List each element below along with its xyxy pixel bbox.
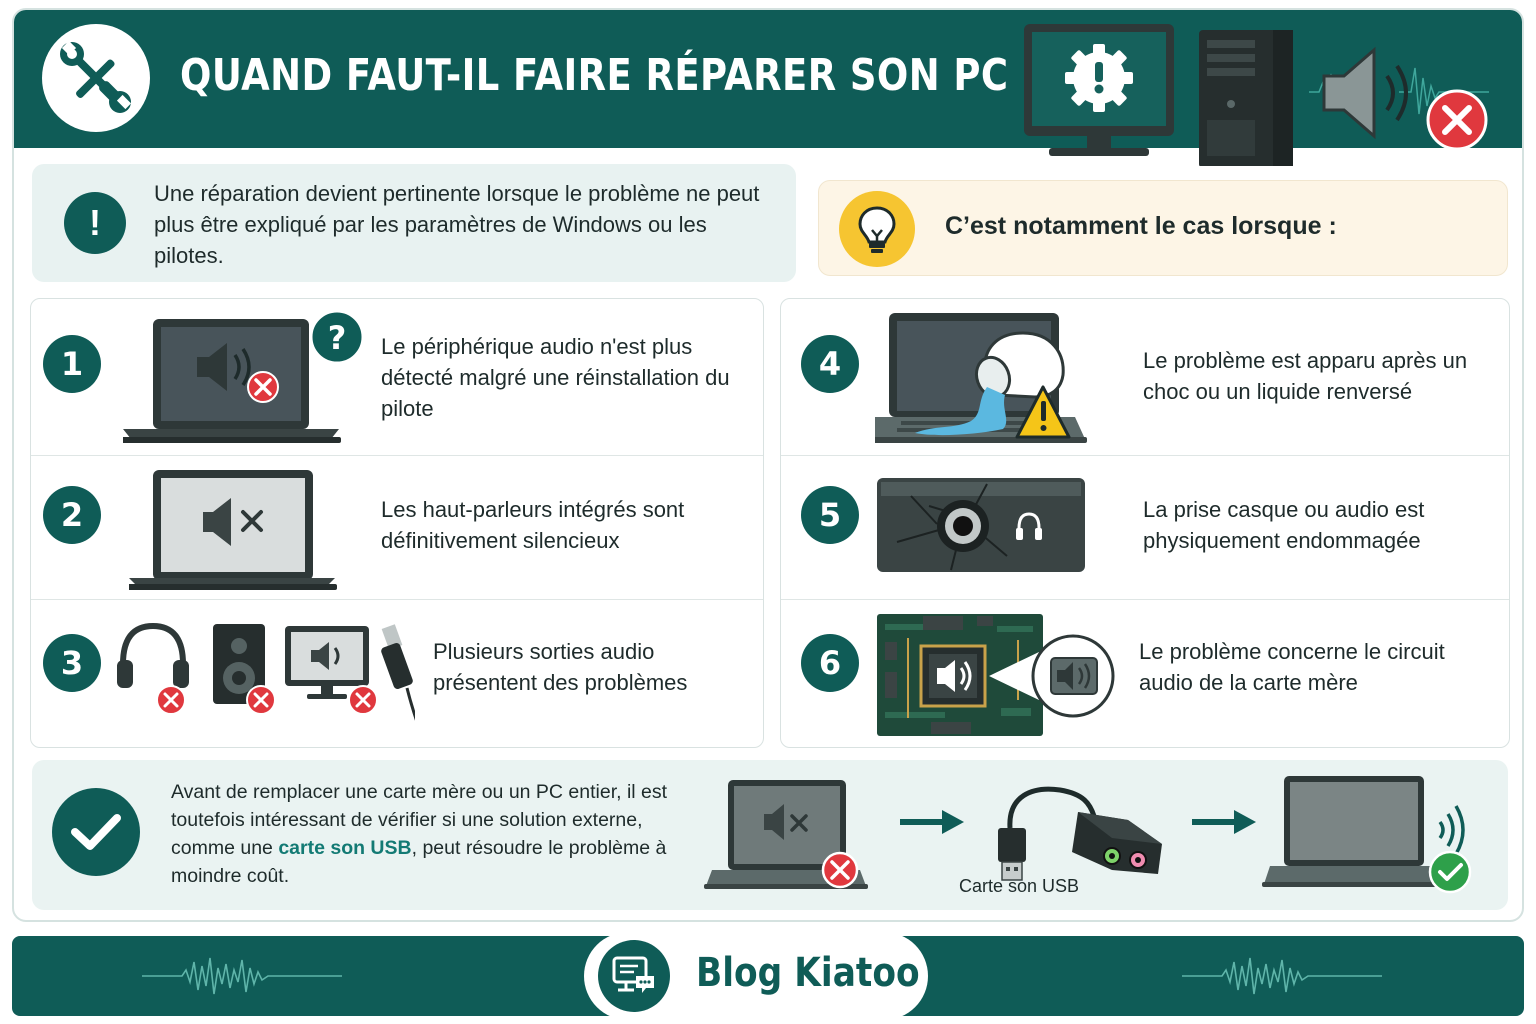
cases-intro-box: C’est notamment le cas lorsque : [818,180,1508,276]
infographic-frame: QUAND FAUT-IL FAIRE RÉPARER SON PC ? [12,8,1524,922]
laptop-speaker-question-icon: ? [123,309,363,443]
brand-name: Blog Kiatoo [696,950,920,996]
usb-card-label: Carte son USB [959,876,1080,896]
item-text: Les haut-parleurs intégrés sont définiti… [381,497,685,553]
item-text: Le périphérique audio n'est plus détecté… [381,334,730,421]
list-item: 1 ? Le périphérique audio n'est plus dét… [31,299,763,455]
item-number: 4 [801,335,859,393]
tip-box: Avant de remplacer une carte mère ou un … [32,760,1508,910]
monitor-warning-gear-icon [1024,24,1174,156]
usb-card-highlight: carte son USB [278,837,412,859]
motherboard-audio-icon [877,614,1115,736]
intro-box: ! Une réparation devient pertinente lors… [32,164,796,282]
laptop-muted-error-icon [704,780,868,889]
item-number: 1 [43,335,101,393]
chat-screen-icon [598,940,670,1012]
wrench-screwdriver-icon [42,24,150,132]
list-item: 5 La prise casque ou audio est physiquem… [781,455,1509,599]
item-text: Le problème est apparu après un choc ou … [1143,348,1468,404]
header-illustration [1024,24,1489,166]
list-item: 2 Les haut-parleurs intégrés sont défini… [31,455,763,599]
audio-outputs-error-icon [117,622,415,721]
damaged-jack-icon [877,478,1085,572]
tip-text: Avant de remplacer une carte mère ou un … [171,781,668,887]
laptop-sound-ok-icon [1262,776,1472,894]
usb-sound-card-icon [998,786,1162,881]
speaker-error-icon [1309,46,1489,151]
footer-banner: Blog Kiatoo [12,932,1524,1020]
item-text: La prise casque ou audio est physiquemen… [1143,497,1425,553]
cases-intro-text: C’est notamment le cas lorsque : [945,212,1337,240]
list-item: 3 [31,599,763,747]
laptop-muted-icon [129,470,337,590]
cases-panel-left: 1 ? Le périphérique audio n'est plus dét… [30,298,764,748]
item-number: 2 [43,486,101,544]
item-number: 3 [43,634,101,692]
item-number: 5 [801,486,859,544]
svg-text:?: ? [328,319,347,357]
usb-solution-illustration [704,776,1472,894]
item-text: Plusieurs sorties audio présentent des p… [433,639,688,695]
lightbulb-icon [839,191,915,267]
soundwave-right-icon [1182,957,1382,995]
item-text: Le problème concerne le circuit audio de… [1139,639,1445,695]
tower-pc-icon [1199,30,1293,166]
brand-pill[interactable]: Blog Kiatoo [584,932,928,1020]
list-item: 4 Le problème est apparu après un choc o… [781,299,1509,455]
laptop-spill-warning-icon [875,313,1087,443]
cases-panel-right: 4 Le problème est apparu après un choc o… [780,298,1510,748]
check-icon [52,788,140,876]
page-title: QUAND FAUT-IL FAIRE RÉPARER SON PC ? [180,50,1044,101]
list-item: 6 [781,599,1509,747]
intro-text: Une réparation devient pertinente lorsqu… [154,181,760,268]
header-banner: QUAND FAUT-IL FAIRE RÉPARER SON PC ? [14,10,1522,166]
exclamation-icon: ! [64,192,126,254]
soundwave-left-icon [142,957,342,995]
item-number: 6 [801,634,859,692]
